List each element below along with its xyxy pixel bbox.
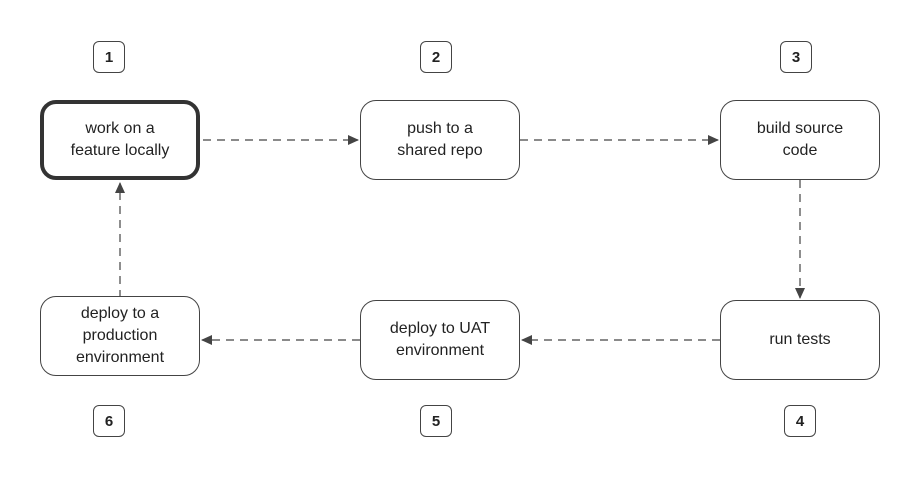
step-5-number: 5 [420, 405, 452, 437]
step-2-number: 2 [420, 41, 452, 73]
step-2-box[interactable]: push to a shared repo [360, 100, 520, 180]
step-6-number: 6 [93, 405, 125, 437]
step-1-box[interactable]: work on a feature locally [40, 100, 200, 180]
step-4-number: 4 [784, 405, 816, 437]
step-3-box[interactable]: build source code [720, 100, 880, 180]
step-3-number: 3 [780, 41, 812, 73]
step-5-box[interactable]: deploy to UAT environment [360, 300, 520, 380]
step-1-number: 1 [93, 41, 125, 73]
step-4-box[interactable]: run tests [720, 300, 880, 380]
step-6-box[interactable]: deploy to a production environment [40, 296, 200, 376]
